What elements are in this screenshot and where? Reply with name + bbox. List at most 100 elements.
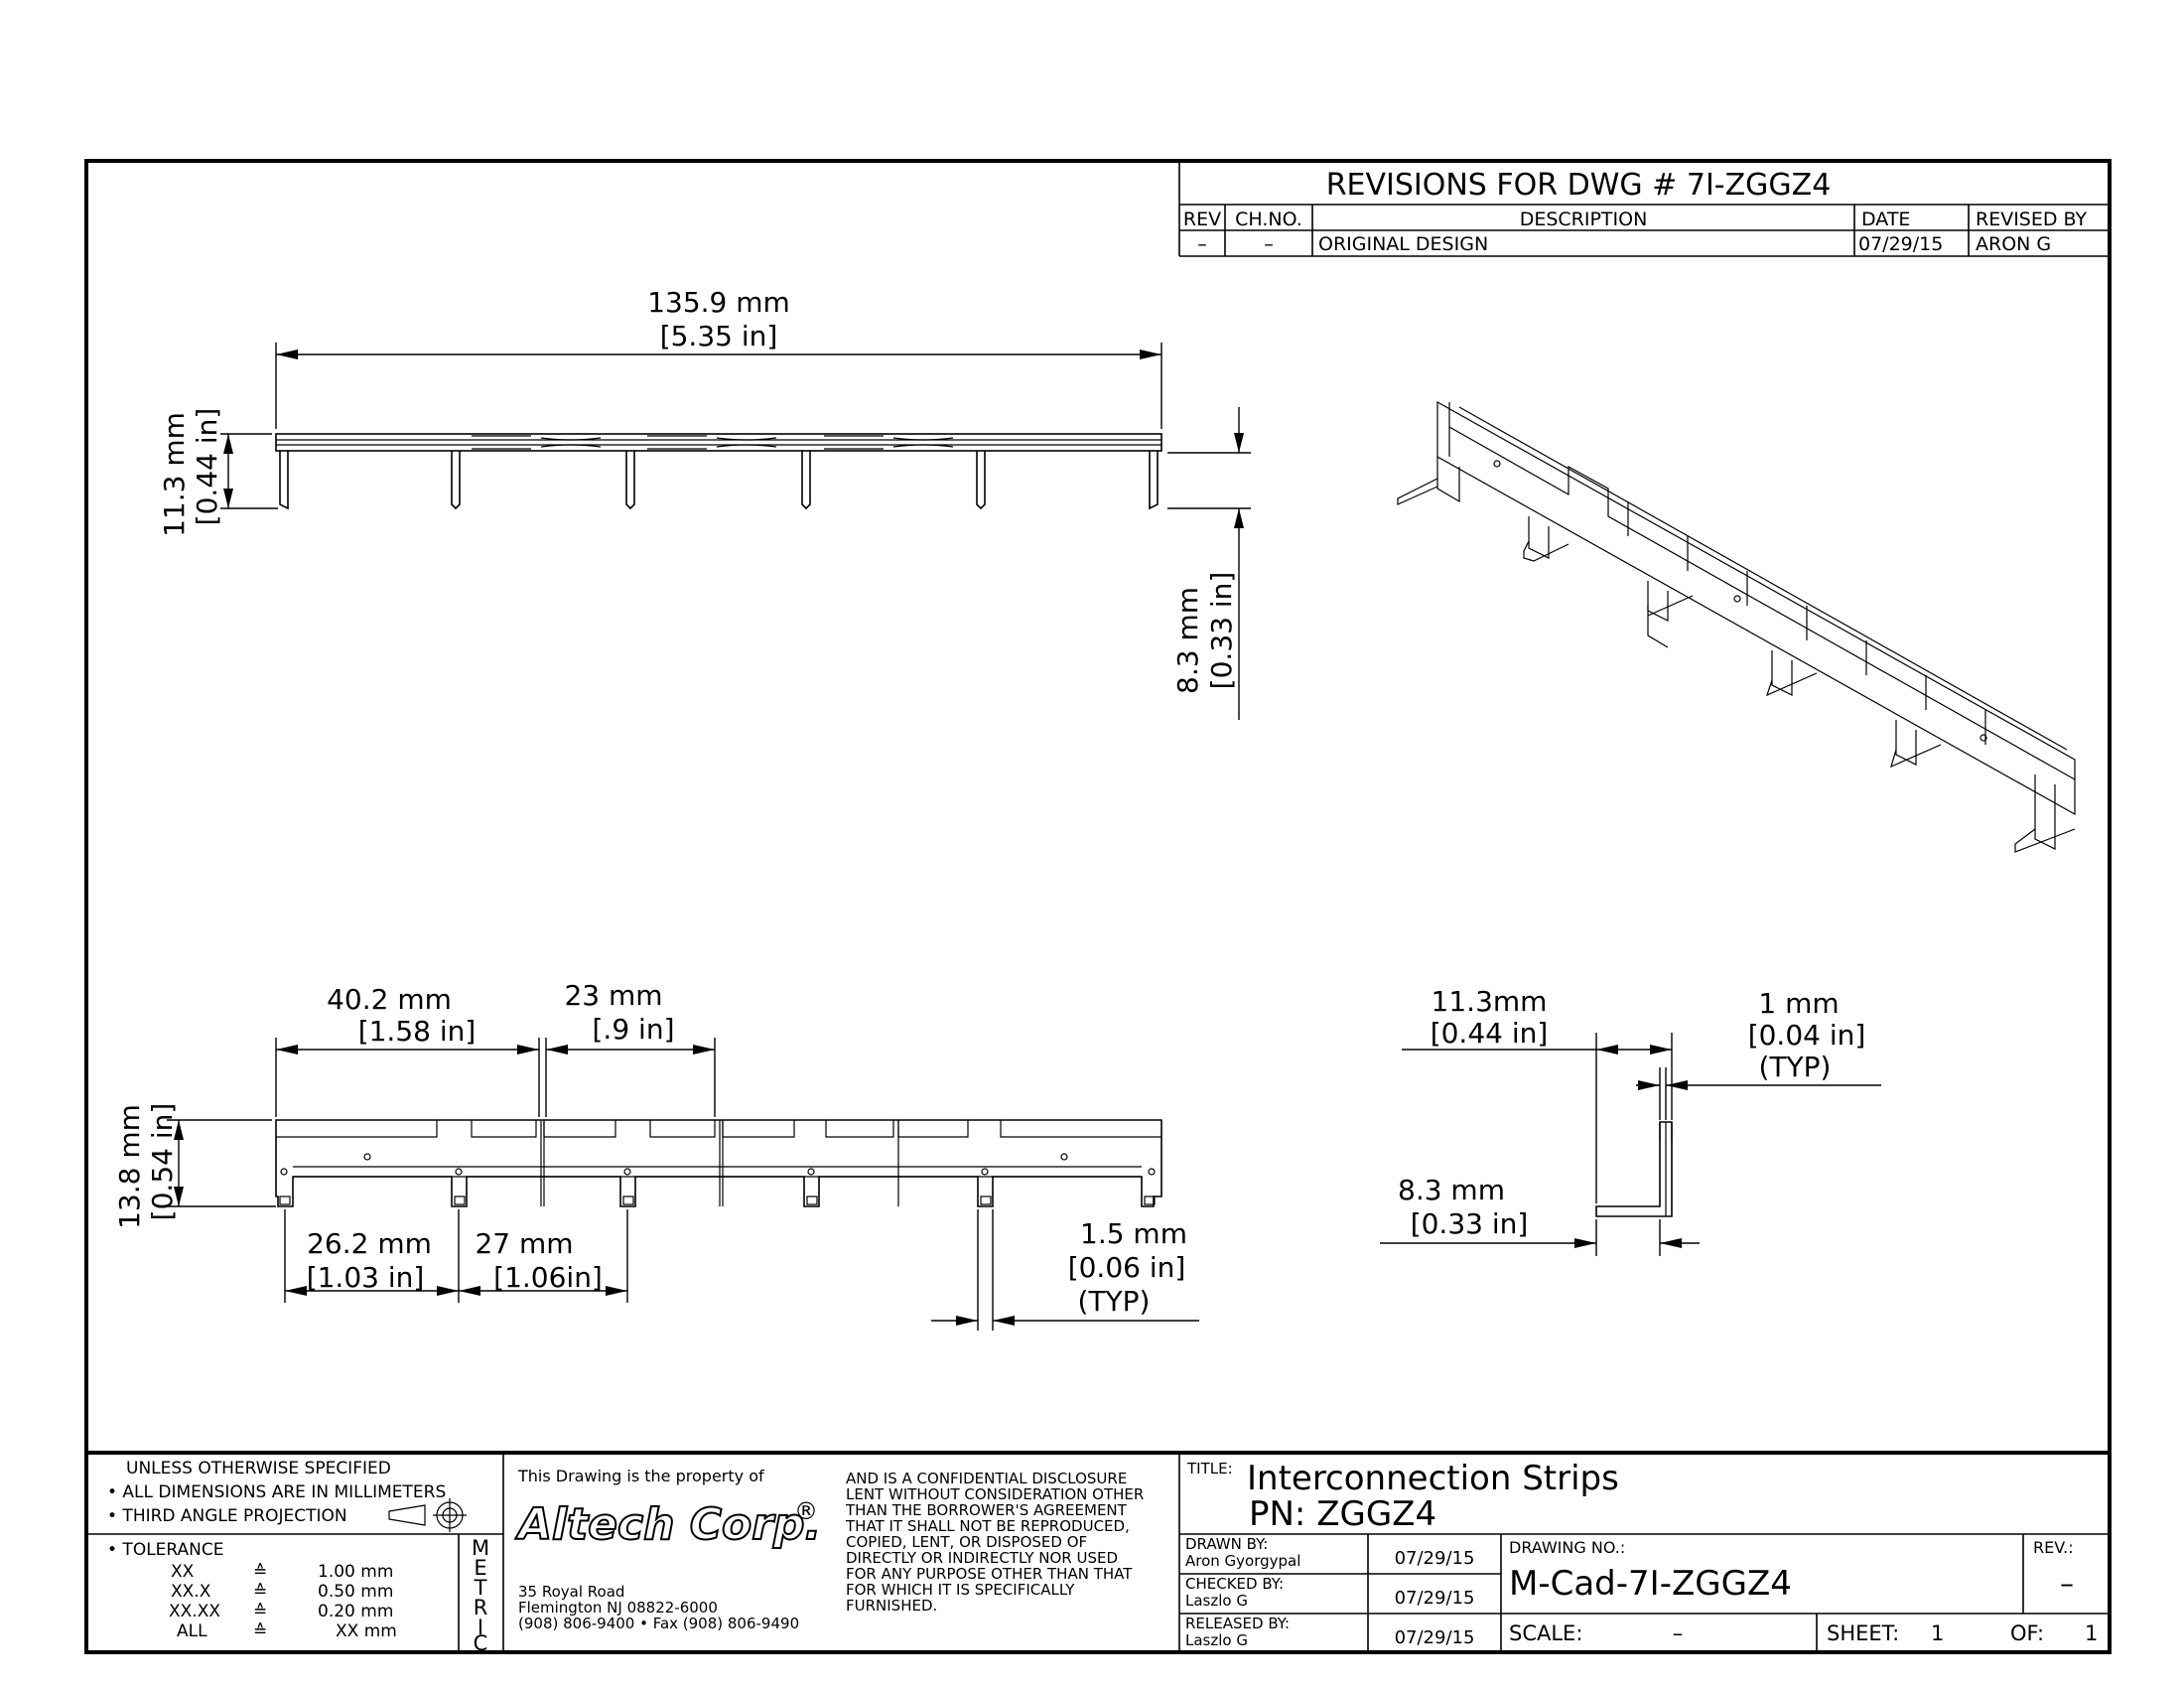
notes-projection: • THIRD ANGLE PROJECTION — [107, 1506, 347, 1526]
svg-text:T: T — [474, 1576, 487, 1600]
company-property: This Drawing is the property of — [517, 1467, 764, 1485]
svg-text:LENT WITHOUT CONSIDERATION OTH: LENT WITHOUT CONSIDERATION OTHER — [846, 1485, 1144, 1503]
top-length-in: [5.35 in] — [660, 320, 778, 352]
side-thick-typ: (TYP) — [1759, 1051, 1832, 1083]
svg-text:C: C — [474, 1631, 488, 1655]
front-pin-in: [0.06 in] — [1068, 1251, 1186, 1284]
ch-no-header: CH.NO. — [1235, 209, 1302, 230]
side-thick-mm: 1 mm — [1758, 987, 1839, 1020]
of-label: OF: — [2010, 1621, 2044, 1645]
side-height-in: [0.44 in] — [1431, 1017, 1549, 1050]
tol-key-2: XX.XX — [169, 1602, 220, 1621]
front-height-in: [0.54 in] — [146, 1103, 179, 1221]
drawing-no: M-Cad-7I-ZGGZ4 — [1509, 1564, 1792, 1604]
front-pin-mm: 1.5 mm — [1080, 1217, 1187, 1250]
company-address2: Flemington NJ 08822-6000 — [518, 1599, 718, 1617]
registered-mark: ® — [794, 1497, 818, 1525]
tol-key-1: XX.X — [171, 1582, 211, 1602]
svg-text:FOR WHICH IT IS SPECIFICALLY: FOR WHICH IT IS SPECIFICALLY — [846, 1581, 1075, 1599]
front-d4-in: [1.06in] — [493, 1261, 603, 1294]
checked-date: 07/29/15 — [1395, 1588, 1475, 1609]
checked-label: CHECKED BY: — [1185, 1575, 1284, 1593]
top-pin-in: [0.33 in] — [1205, 572, 1238, 690]
svg-text:THAT IT SHALL NOT BE REPRODUCE: THAT IT SHALL NOT BE REPRODUCED, — [845, 1517, 1130, 1535]
released-name: Laszlo G — [1185, 1631, 1248, 1649]
tol-symbol-3: ≙ — [253, 1621, 267, 1641]
rev-cell: – — [1197, 233, 1207, 255]
title-label: TITLE: — [1186, 1460, 1233, 1477]
company-logo: Altech Corp. — [515, 1499, 821, 1550]
tol-symbol-0: ≙ — [253, 1562, 267, 1582]
svg-text:I: I — [478, 1616, 483, 1639]
disclosure-text: AND IS A CONFIDENTIAL DISCLOSURE LENT WI… — [845, 1470, 1144, 1615]
top-height-in: [0.44 in] — [191, 408, 223, 526]
company-phone: (908) 806-9400 • Fax (908) 806-9490 — [518, 1615, 799, 1632]
front-d4-mm: 27 mm — [475, 1227, 573, 1260]
of-value: 1 — [2085, 1621, 2098, 1645]
tol-key-0: XX — [171, 1562, 195, 1582]
tol-value-0: 1.00 mm — [318, 1562, 393, 1582]
front-d2-mm: 23 mm — [564, 979, 662, 1012]
revisions-table: REVISIONS FOR DWG # 7I-ZGGZ4 REV CH.NO. … — [1178, 161, 2110, 257]
tol-symbol-1: ≙ — [253, 1582, 267, 1602]
front-view: 40.2 mm [1.58 in] 23 mm [.9 in] 13.8 mm … — [113, 979, 1199, 1331]
front-d1-mm: 40.2 mm — [327, 983, 452, 1016]
front-d2-in: [.9 in] — [593, 1013, 675, 1046]
svg-text:THAN THE BORROWER'S AGREEMENT: THAN THE BORROWER'S AGREEMENT — [845, 1501, 1128, 1519]
front-d3-mm: 26.2 mm — [307, 1227, 432, 1260]
released-label: RELEASED BY: — [1185, 1615, 1290, 1632]
side-height-mm: 11.3mm — [1432, 985, 1548, 1018]
revisions-title: REVISIONS FOR DWG # 7I-ZGGZ4 — [1326, 168, 1832, 203]
svg-text:M: M — [472, 1536, 489, 1560]
drawn-label: DRAWN BY: — [1185, 1535, 1268, 1553]
svg-text:R: R — [474, 1596, 488, 1619]
released-date: 07/29/15 — [1395, 1627, 1475, 1648]
rev-header: REV — [1183, 209, 1221, 230]
tol-value-1: 0.50 mm — [318, 1582, 393, 1602]
tol-symbol-2: ≙ — [253, 1602, 267, 1621]
date-cell: 07/29/15 — [1858, 233, 1943, 255]
top-view: 135.9 mm [5.35 in] 11.3 mm [0.44 in] 8.3… — [158, 286, 1251, 720]
description-header: DESCRIPTION — [1520, 209, 1648, 230]
svg-text:FURNISHED.: FURNISHED. — [846, 1597, 937, 1615]
notes-tolerance: • TOLERANCE — [107, 1540, 224, 1560]
sheet-label: SHEET: — [1827, 1621, 1899, 1645]
date-header: DATE — [1861, 209, 1910, 230]
side-pin-in: [0.33 in] — [1411, 1207, 1529, 1240]
company-address1: 35 Royal Road — [518, 1583, 624, 1601]
revised-by-cell: ARON G — [1976, 233, 2051, 255]
svg-text:E: E — [474, 1556, 486, 1580]
drawing-title: Interconnection Strips — [1247, 1459, 1619, 1498]
title-block: UNLESS OTHERWISE SPECIFIED • ALL DIMENSI… — [86, 1451, 2110, 1655]
description-cell: ORIGINAL DESIGN — [1318, 233, 1488, 255]
revised-by-header: REVISED BY — [1976, 209, 2088, 230]
side-thick-in: [0.04 in] — [1748, 1019, 1866, 1052]
drawn-name: Aron Gyorgypal — [1185, 1552, 1300, 1570]
drawing-no-label: DRAWING NO.: — [1509, 1538, 1625, 1557]
checked-name: Laszlo G — [1185, 1592, 1248, 1610]
sheet-border — [84, 159, 2112, 1654]
svg-text:COPIED, LENT, OR DISPOSED OF: COPIED, LENT, OR DISPOSED OF — [846, 1533, 1087, 1551]
side-view: 11.3mm [0.44 in] 1 mm [0.04 in] (TYP) 8.… — [1380, 985, 1881, 1256]
metric-label: M E T R I C — [472, 1536, 489, 1655]
top-length-mm: 135.9 mm — [647, 286, 790, 319]
isometric-view — [1397, 400, 2076, 853]
sheet-value: 1 — [1931, 1621, 1944, 1645]
rev-label: REV.: — [2033, 1538, 2074, 1557]
tol-value-3: XX mm — [336, 1621, 397, 1641]
scale-value: – — [1673, 1621, 1684, 1645]
front-pin-typ: (TYP) — [1078, 1285, 1151, 1318]
front-d1-in: [1.58 in] — [358, 1015, 477, 1048]
front-d3-in: [1.03 in] — [307, 1261, 425, 1294]
tol-value-2: 0.20 mm — [318, 1602, 393, 1621]
svg-text:AND IS A CONFIDENTIAL DISCLOSU: AND IS A CONFIDENTIAL DISCLOSURE — [846, 1470, 1127, 1487]
svg-text:DIRECTLY OR INDIRECTLY NOR USE: DIRECTLY OR INDIRECTLY NOR USED — [846, 1549, 1118, 1567]
side-pin-mm: 8.3 mm — [1398, 1174, 1505, 1206]
top-height-mm: 11.3 mm — [158, 412, 191, 537]
notes-dims: • ALL DIMENSIONS ARE IN MILLIMETERS — [107, 1482, 446, 1502]
rev-value: – — [2060, 1567, 2074, 1600]
third-angle-icon — [388, 1498, 467, 1532]
part-number: PN: ZGGZ4 — [1249, 1494, 1436, 1534]
notes-unless: UNLESS OTHERWISE SPECIFIED — [126, 1459, 391, 1478]
